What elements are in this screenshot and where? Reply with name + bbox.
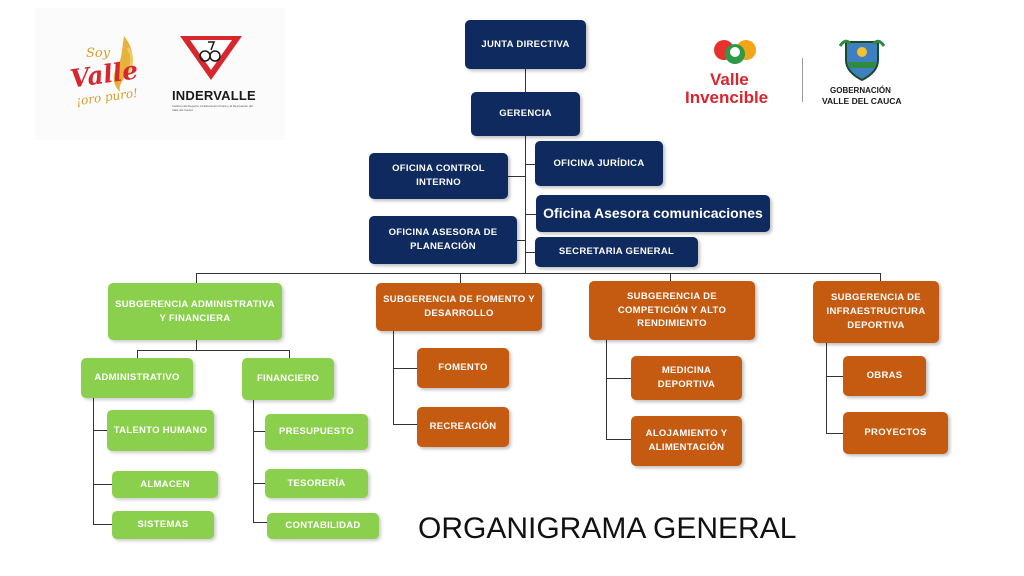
alojamiento-connector: [606, 439, 631, 440]
alojamiento-box[interactable]: ALOJAMIENTO Y ALIMENTACIÓN: [631, 416, 742, 466]
trunk-line: [525, 68, 526, 274]
talento-humano-box[interactable]: TALENTO HUMANO: [107, 410, 214, 451]
valle-invencible-line2: Invencible: [685, 88, 769, 107]
medicina-connector: [606, 378, 631, 379]
soy-valle-flame-icon: [113, 36, 134, 92]
presupuesto-box[interactable]: PRESUPUESTO: [265, 414, 368, 450]
gobernacion-line1: GOBERNACIÓN: [830, 86, 891, 95]
planeacion-box[interactable]: OFICINA ASESORA DE PLANEACIÓN: [369, 216, 517, 264]
admin-horizontal: [137, 350, 290, 351]
soy-valle-logo: Soy Valle ¡oro puro!: [62, 28, 152, 118]
sub-infra-box[interactable]: SUBGERENCIA DE INFRAESTRUCTURA DEPORTIVA: [813, 281, 939, 343]
valle-invencible-line1: Valle: [710, 70, 749, 89]
indervalle-subtitle: Instituto del Deporte, la Educación Físi…: [172, 104, 253, 112]
sub-admin-box[interactable]: SUBGERENCIA ADMINISTRATIVA Y FINANCIERA: [108, 283, 282, 340]
administrativo-drop: [137, 350, 138, 358]
sub-admin-drop: [196, 273, 197, 283]
almacen-connector: [93, 484, 112, 485]
financiero-drop: [289, 350, 290, 358]
contabilidad-box[interactable]: CONTABILIDAD: [267, 513, 379, 539]
indervalle-name: INDERVALLE: [172, 88, 256, 103]
administrativo-box[interactable]: ADMINISTRATIVO: [81, 358, 193, 398]
sub-horizontal-line: [196, 273, 880, 274]
logo-panel: [35, 8, 285, 140]
soy-valle-line1: Soy: [86, 46, 111, 61]
junta-directiva-box[interactable]: JUNTA DIRECTIVA: [465, 20, 586, 69]
recreacion-connector: [393, 424, 417, 425]
tesoreria-connector: [253, 483, 265, 484]
administrativo-branch: [93, 398, 94, 524]
sub-fomento-drop: [460, 273, 461, 283]
juridica-box[interactable]: OFICINA JURÍDICA: [535, 141, 663, 186]
medicina-deportiva-box[interactable]: MEDICINA DEPORTIVA: [631, 356, 742, 400]
admin-drop: [196, 340, 197, 350]
juridica-connector: [525, 164, 535, 165]
obras-box[interactable]: OBRAS: [843, 356, 926, 396]
competicion-branch: [606, 340, 607, 440]
tesoreria-box[interactable]: TESORERÍA: [265, 469, 368, 498]
gobernacion-logo: GOBERNACIÓN VALLE DEL CAUCA: [818, 36, 908, 110]
logo-divider: [802, 58, 803, 102]
recreacion-box[interactable]: RECREACIÓN: [417, 407, 509, 447]
fomento-branch: [393, 331, 394, 425]
indervalle-logo: INDERVALLE Instituto del Deporte, la Edu…: [170, 34, 256, 114]
valle-invencible-logo: Valle Invencible: [684, 36, 784, 110]
sistemas-connector: [93, 524, 112, 525]
comunicaciones-connector: [525, 214, 536, 215]
talento-connector: [93, 430, 107, 431]
almacen-box[interactable]: ALMACEN: [112, 471, 218, 498]
gobernacion-shield-icon: [838, 39, 886, 82]
control-interno-box[interactable]: OFICINA CONTROL INTERNO: [369, 153, 508, 199]
comunicaciones-box[interactable]: Oficina Asesora comunicaciones: [536, 195, 770, 232]
obras-connector: [826, 376, 843, 377]
infra-branch: [826, 343, 827, 434]
gerencia-box[interactable]: GERENCIA: [471, 92, 580, 136]
page-title: ORGANIGRAMA GENERAL: [418, 512, 797, 545]
presupuesto-connector: [253, 431, 265, 432]
sub-competicion-box[interactable]: SUBGERENCIA DE COMPETICIÓN Y ALTO RENDIM…: [589, 281, 755, 340]
gobernacion-line2: VALLE DEL CAUCA: [822, 96, 902, 106]
sistemas-box[interactable]: SISTEMAS: [112, 511, 214, 539]
valle-invencible-heart-icon: [714, 40, 756, 64]
financiero-box[interactable]: FINANCIERO: [242, 358, 334, 400]
indervalle-triangle-icon: [180, 36, 242, 80]
secretaria-box[interactable]: SECRETARIA GENERAL: [535, 237, 698, 267]
control-interno-connector: [508, 176, 525, 177]
planeacion-connector: [517, 240, 525, 241]
sub-infra-drop: [880, 273, 881, 283]
proyectos-connector: [826, 433, 843, 434]
financiero-branch: [253, 400, 254, 522]
sub-fomento-box[interactable]: SUBGERENCIA DE FOMENTO Y DESARROLLO: [376, 283, 542, 331]
secretaria-connector: [525, 252, 535, 253]
proyectos-box[interactable]: PROYECTOS: [843, 412, 948, 454]
sub-competicion-drop: [670, 273, 671, 283]
fomento-box[interactable]: FOMENTO: [417, 348, 509, 388]
fomento-connector: [393, 368, 417, 369]
contabilidad-connector: [253, 522, 267, 523]
